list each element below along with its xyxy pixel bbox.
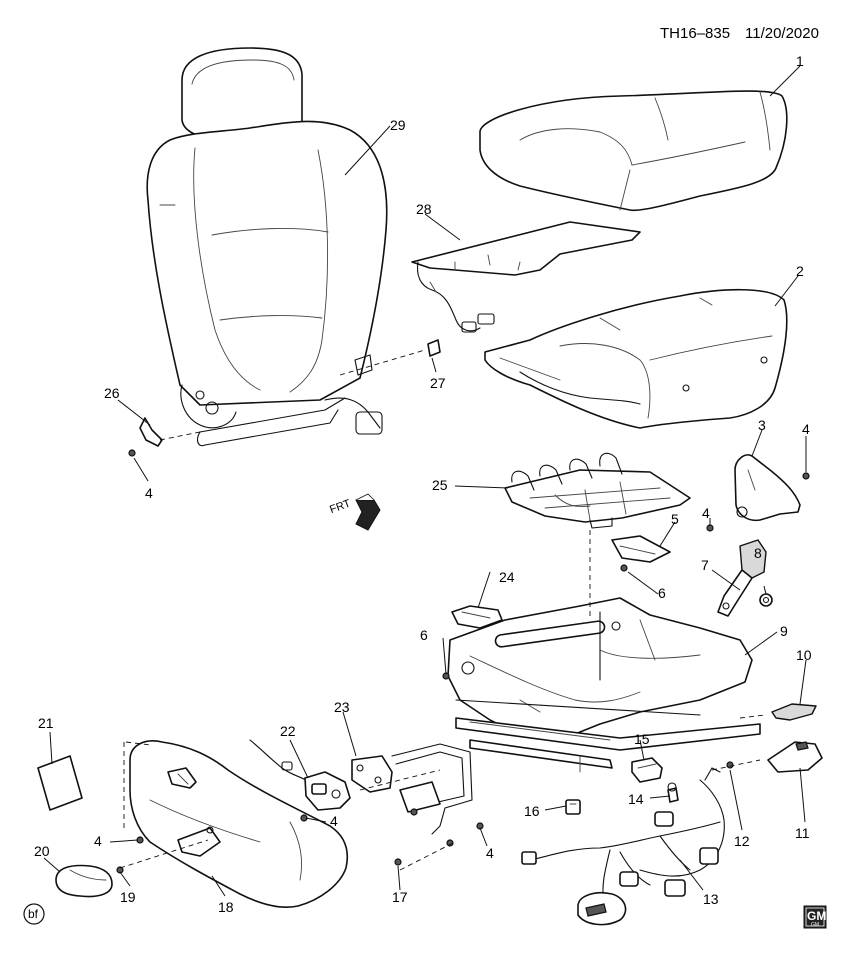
seat-suspension-mat[interactable]: [504, 452, 691, 529]
callout-labels: 1 2 3 4 4 4 4 4 4 5 6 6 7 8 9 10 11 12 1…: [34, 53, 812, 915]
callout-4-shield: 4: [94, 833, 102, 849]
callout-19: 19: [120, 889, 136, 905]
track-cover-rear[interactable]: [767, 741, 823, 773]
adjuster-knob[interactable]: [55, 864, 113, 898]
gm-logo-text: GM: [807, 909, 826, 923]
screw-fasteners[interactable]: [116, 449, 810, 874]
gm-logo-subtext: GM: [811, 922, 819, 928]
seat-bracket[interactable]: [611, 535, 671, 563]
callout-6-upper: 6: [658, 585, 666, 601]
gm-logo: GM GM: [803, 905, 827, 929]
callout-14: 14: [628, 791, 644, 807]
seat-frame[interactable]: [447, 597, 761, 773]
callout-5: 5: [671, 511, 679, 527]
module-bolt[interactable]: [667, 782, 679, 803]
seat-side-shield[interactable]: [129, 740, 473, 909]
callout-24: 24: [499, 569, 515, 585]
callout-20: 20: [34, 843, 50, 859]
callout-21: 21: [38, 715, 54, 731]
side-shield-bracket[interactable]: [351, 755, 393, 793]
frt-label: FRT: [328, 498, 352, 517]
callout-4-frame: 4: [486, 845, 494, 861]
seat-cushion-pan[interactable]: [484, 288, 788, 429]
front-direction-marker: FRT: [328, 493, 381, 531]
callout-4-switch: 4: [330, 813, 338, 829]
callout-7: 7: [701, 557, 709, 573]
diagram-code: TH16–835: [660, 25, 730, 42]
seat-wiring-harness[interactable]: [521, 767, 725, 926]
callout-11: 11: [795, 825, 810, 841]
callout-15: 15: [634, 731, 650, 747]
seat-back-bracket[interactable]: [139, 417, 201, 447]
callout-25: 25: [432, 477, 448, 493]
push-pin-fastener[interactable]: [339, 339, 441, 376]
frame-trim-cover[interactable]: [451, 605, 503, 629]
callout-4-back: 4: [145, 485, 153, 501]
side-shield-end-cover[interactable]: [37, 755, 83, 811]
seat-back-assembly[interactable]: [146, 47, 388, 447]
seat-belt-buckle[interactable]: [717, 539, 767, 617]
corner-mark: bf: [23, 903, 45, 925]
diagram-date: 11/20/2020: [745, 25, 819, 42]
callout-27: 27: [430, 375, 446, 391]
callout-18: 18: [218, 899, 234, 915]
alignment-lines: [119, 530, 766, 871]
callout-17: 17: [392, 889, 408, 905]
seat-cushion-sensor-mat[interactable]: [411, 221, 641, 333]
callout-1: 1: [796, 53, 804, 69]
callout-12: 12: [734, 833, 750, 849]
sensor-connector[interactable]: [565, 799, 581, 815]
seat-position-module[interactable]: [631, 757, 663, 783]
arrow-forward-icon: [355, 499, 381, 531]
callout-23: 23: [334, 699, 350, 715]
callout-8: 8: [754, 545, 762, 561]
callout-leaders: [43, 65, 807, 897]
callout-29: 29: [390, 117, 406, 133]
callout-4-bracket: 4: [702, 505, 710, 521]
seat-cushion-pad[interactable]: [479, 90, 788, 212]
track-fastener[interactable]: [726, 761, 734, 769]
buckle-nut[interactable]: [759, 593, 773, 607]
callout-4-right-top: 4: [802, 421, 810, 437]
callout-26: 26: [104, 385, 120, 401]
callout-2: 2: [796, 263, 804, 279]
callout-16: 16: [524, 803, 540, 819]
corner-mark-label: bf: [28, 907, 39, 921]
callout-9: 9: [780, 623, 788, 639]
callout-10: 10: [796, 647, 812, 663]
callout-28: 28: [416, 201, 432, 217]
callout-13: 13: [703, 891, 719, 907]
track-cover-front[interactable]: [771, 703, 817, 721]
callout-6-frame: 6: [420, 627, 428, 643]
callout-3: 3: [758, 417, 766, 433]
seat-adjuster-switch[interactable]: [249, 739, 351, 811]
seat-side-bracket[interactable]: [734, 454, 801, 522]
callout-22: 22: [280, 723, 296, 739]
